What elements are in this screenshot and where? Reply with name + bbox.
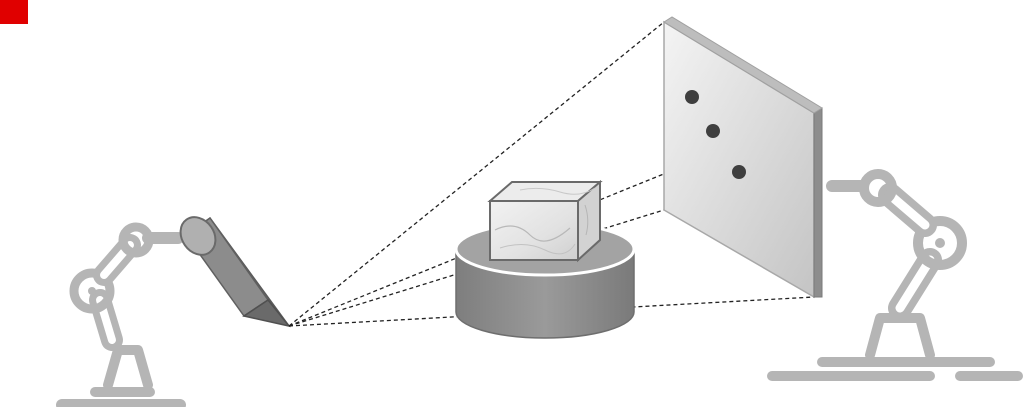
projection-screen: [663, 16, 823, 299]
marble-cube: [487, 179, 603, 263]
projector-icon: [179, 216, 291, 328]
corner-marker: [0, 0, 28, 24]
projected-point: [706, 124, 720, 138]
robot-arm-right-icon: [767, 169, 1023, 381]
projected-point: [685, 90, 699, 104]
projected-point: [732, 165, 746, 179]
projected-points: [685, 90, 746, 179]
robot-arm-left-icon: [56, 222, 186, 407]
